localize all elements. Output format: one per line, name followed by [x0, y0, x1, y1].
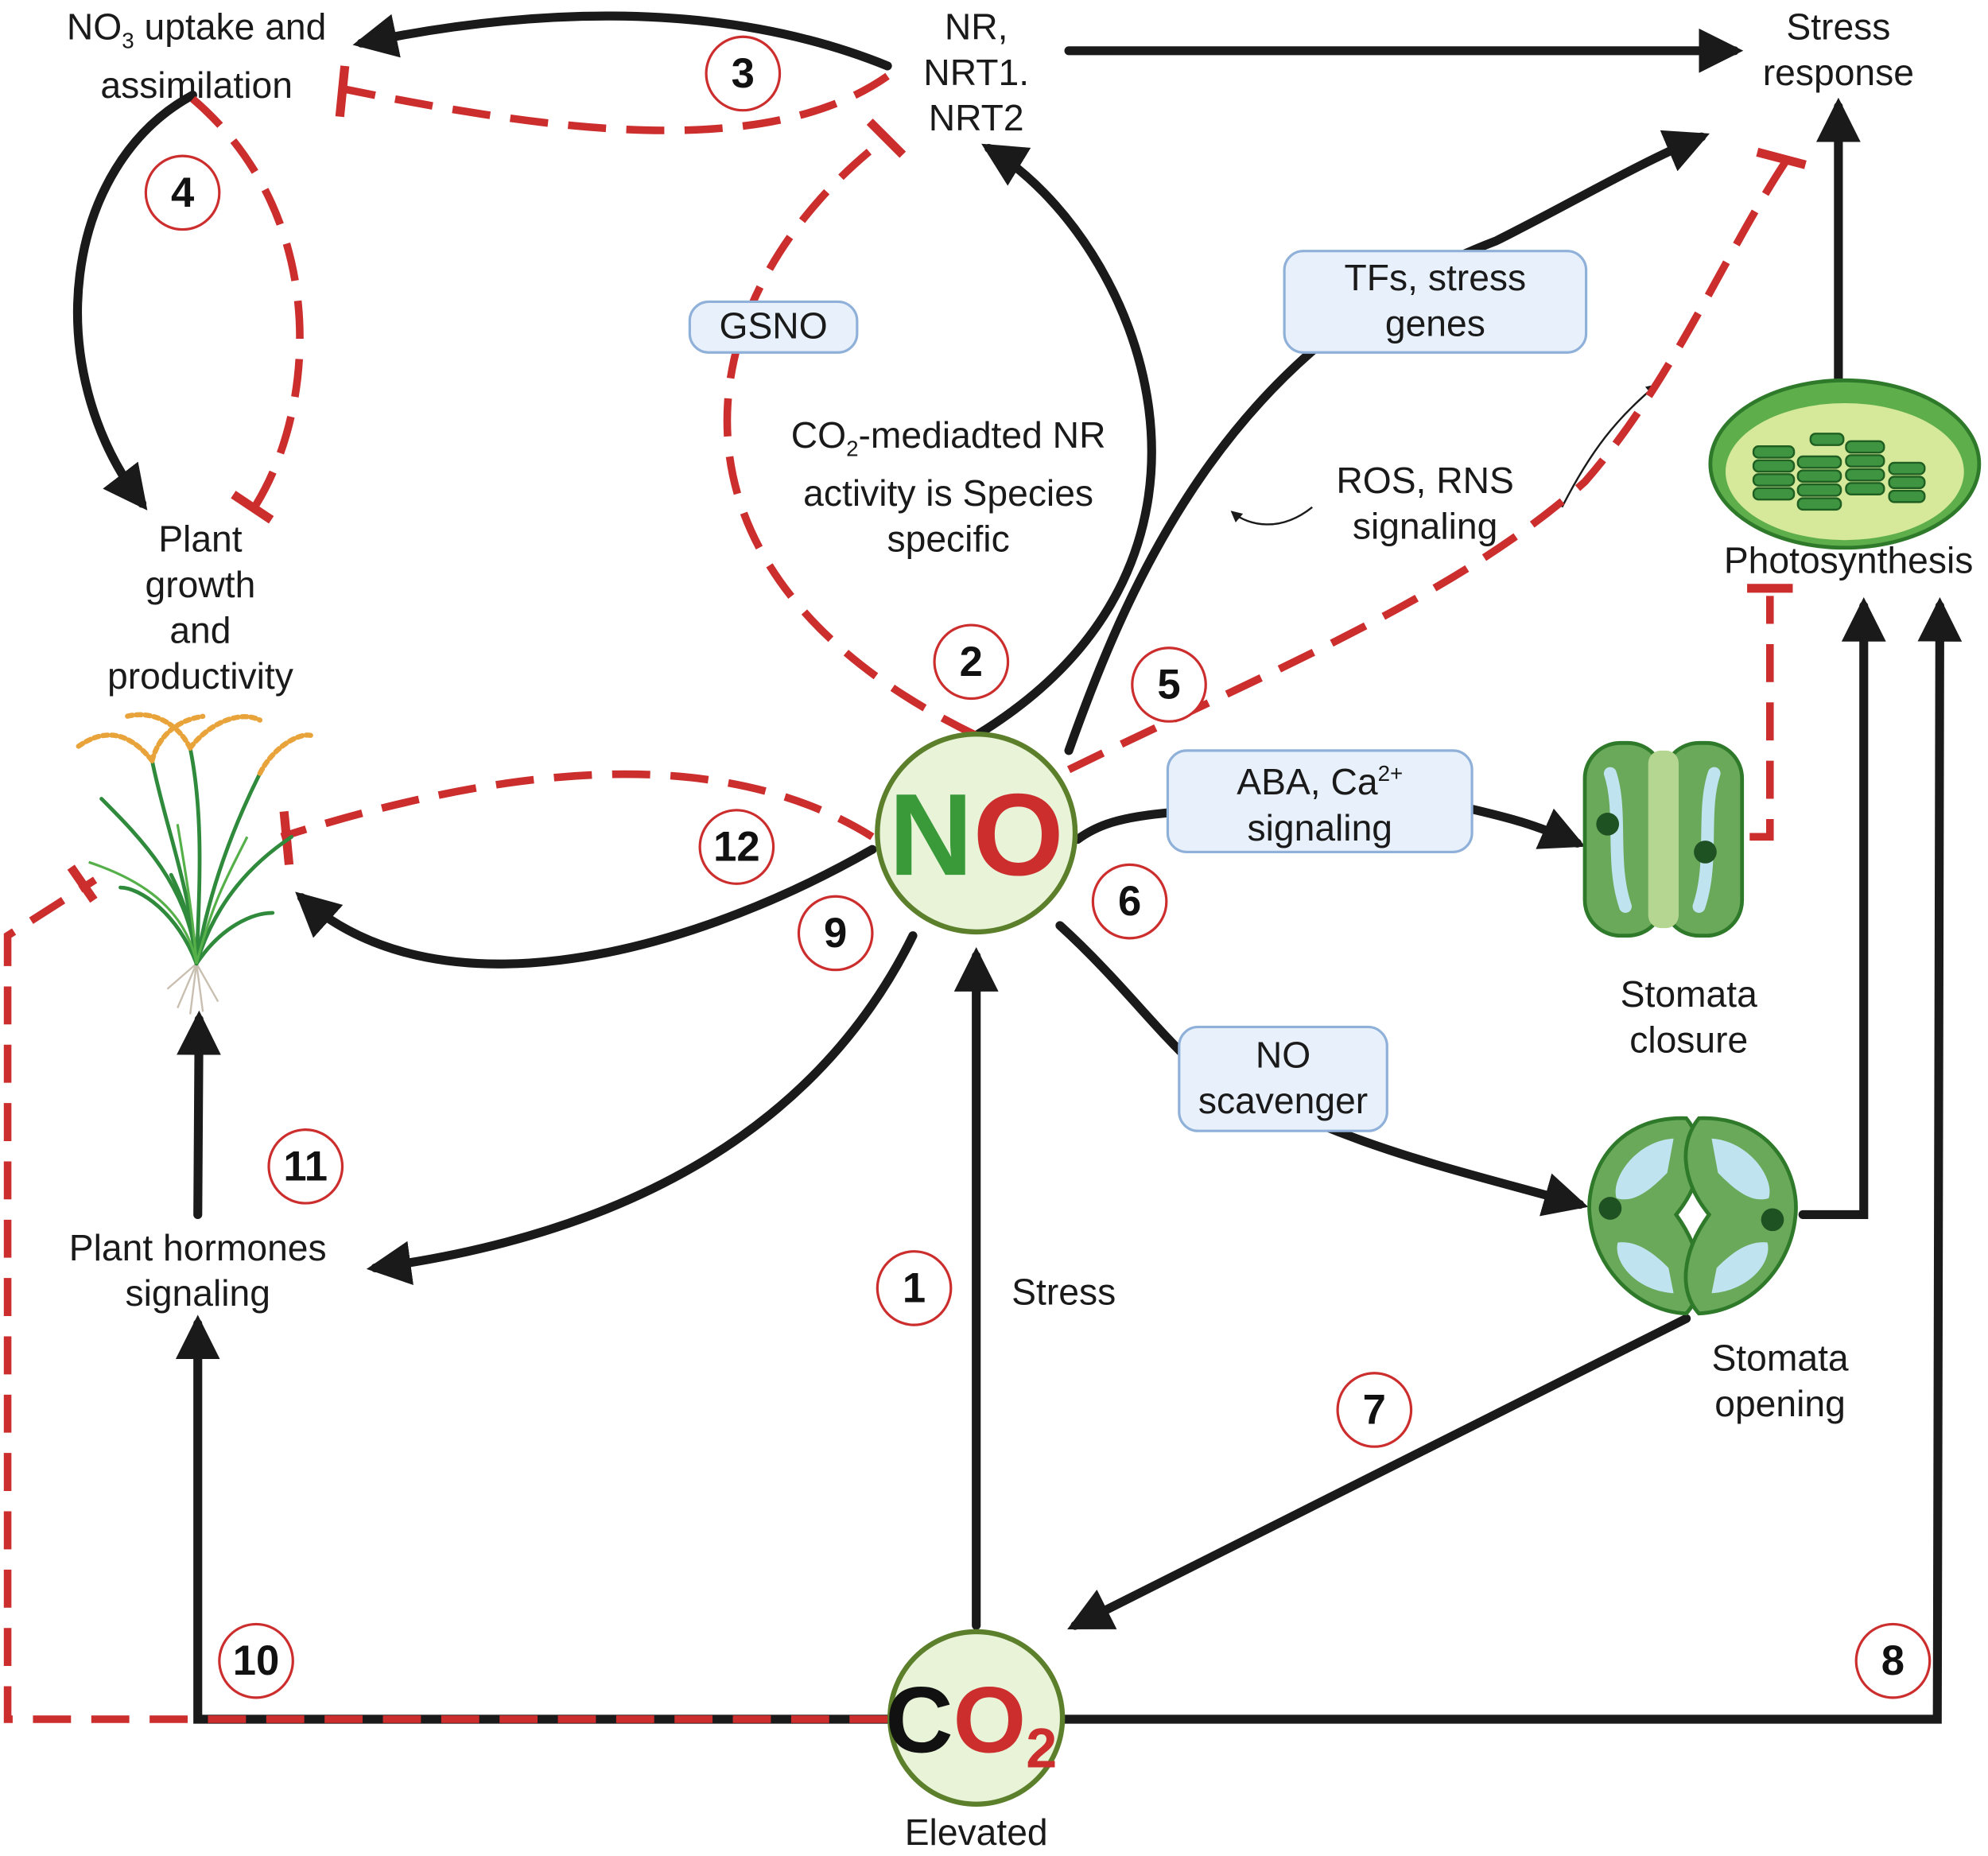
plant-growth-label: Plant growth and productivity: [107, 519, 293, 697]
stomata-open-icon: [1587, 1116, 1798, 1316]
co2-nr-annotation: CO2-mediadted NR activity is Species spe…: [790, 415, 1106, 561]
elevated-label: Elevated: [904, 1812, 1048, 1854]
bar-no3: [335, 65, 350, 118]
photosynthesis-label: Photosynthesis: [1723, 541, 1974, 582]
plant-hormones-label: Plant hormones signaling: [68, 1228, 327, 1315]
bar-nr: [866, 118, 907, 158]
arrow-hormones-to-plant: [177, 1010, 221, 1220]
inhibit-no-to-plant: [280, 770, 875, 841]
step-number-7: 7: [1336, 1372, 1413, 1448]
no3-formula: NO3: [66, 7, 134, 53]
no3-uptake-label: NO3 uptake and assimilation: [66, 7, 327, 107]
step-number-2: 2: [933, 623, 1010, 701]
arrow-no-to-nr: [972, 143, 1156, 740]
inhibit-no3-to-growth: [190, 95, 304, 507]
stress-label: Stress: [1011, 1272, 1116, 1314]
chloroplast-icon: [1708, 378, 1982, 550]
arrow-nr-to-no3: [352, 11, 892, 71]
co2-node-label: CO2: [885, 1668, 1057, 1779]
step-number-1: 1: [876, 1250, 953, 1326]
arrow-co2-to-photosynthesis: [1058, 596, 1963, 1724]
arrow-no-to-plant: [295, 845, 877, 969]
arrow-no3-to-plant-growth: [72, 90, 197, 511]
rice-plant-icon: [73, 712, 313, 1015]
arrow-stomata-opening-to-photosynthesis: [1798, 596, 1886, 1220]
arrow-ros-right: [1561, 383, 1658, 508]
step-number-4: 4: [144, 154, 221, 231]
step-number-6: 6: [1091, 863, 1168, 940]
step-number-5: 5: [1131, 646, 1207, 723]
bar-stress: [1756, 147, 1807, 169]
no-node-circle: [875, 731, 1078, 935]
inhibit-co2-to-plant: [3, 876, 888, 1723]
stress-response-label: Stress response: [1762, 7, 1914, 94]
inhibit-no-to-nr: [723, 134, 978, 740]
arrow-no-to-hormones: [366, 931, 918, 1286]
step-number-3: 3: [705, 35, 782, 112]
stomata-closed-icon: [1582, 740, 1745, 938]
step-number-10: 10: [218, 1622, 294, 1699]
bar-growth: [231, 491, 274, 524]
step-number-12: 12: [698, 809, 775, 885]
inhibit-no-to-stress: [1066, 156, 1792, 774]
arrow-co2-to-hormones: [175, 1314, 892, 1724]
aba-ca-signaling-box: ABA, Ca2+ signaling: [1166, 749, 1474, 854]
no-node-label: NO: [889, 770, 1064, 900]
arrow-stomata-opening-to-co2: [1067, 1314, 1691, 1630]
co2-node-circle: [887, 1629, 1066, 1807]
inhibit-stomata-to-photosynthesis: [1749, 596, 1774, 841]
no-scavenger-box: NO scavenger: [1178, 1025, 1388, 1132]
nr-nrt-label: NR, NRT1. NRT2: [923, 7, 1030, 140]
arrow-ros-left: [1230, 506, 1313, 526]
gsno-box: GSNO: [688, 300, 859, 354]
inhibit-nr-to-no3: [341, 72, 890, 134]
stomata-opening-label: Stomata opening: [1711, 1338, 1849, 1426]
stomata-closure-label: Stomata closure: [1620, 975, 1757, 1062]
step-number-8: 8: [1854, 1622, 1932, 1699]
step-number-11: 11: [267, 1128, 344, 1205]
tfs-stress-genes-box: TFs, stress genes: [1283, 250, 1588, 354]
ros-rns-annotation: ROS, RNS signaling: [1336, 461, 1514, 548]
step-number-9: 9: [797, 895, 874, 972]
bar-plant-left: [67, 864, 98, 903]
